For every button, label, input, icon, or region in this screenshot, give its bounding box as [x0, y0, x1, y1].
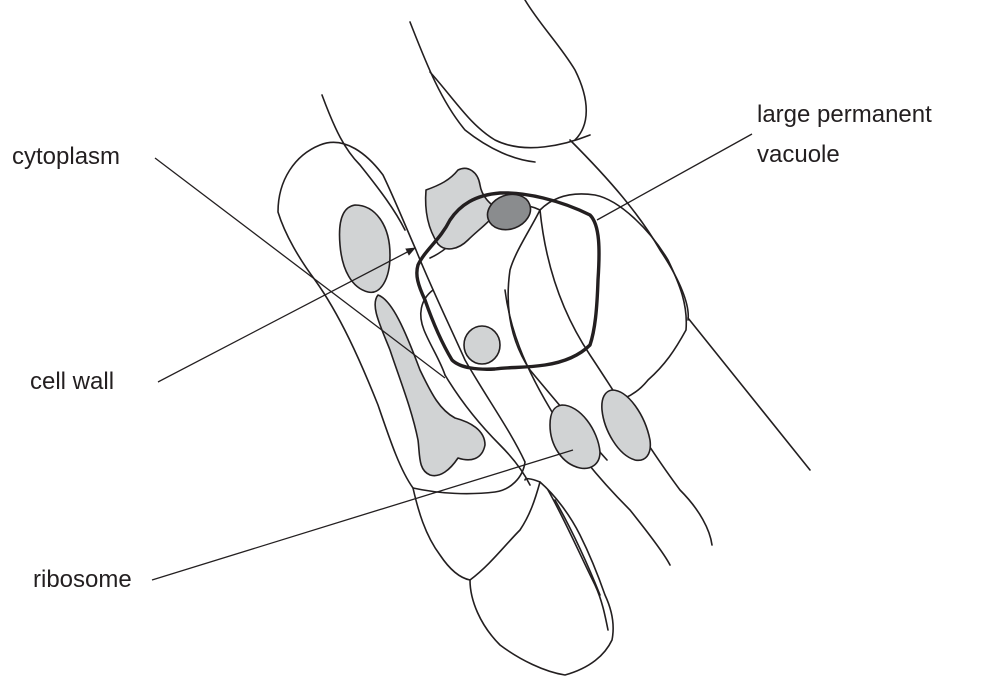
right-oval-organelle: [602, 390, 650, 460]
ribosome-leader: [152, 450, 573, 580]
bottom-cell-fold-a: [548, 490, 608, 630]
cytoplasm-leader: [155, 158, 445, 378]
bottom-cell-inner: [470, 482, 540, 580]
ribosome-oval: [550, 405, 600, 468]
cell-wall-line-d: [525, 0, 586, 140]
vacuole-leader: [597, 134, 752, 220]
cytoplasm-label: cytoplasm: [12, 142, 120, 172]
cell-wall-line-e: [570, 140, 688, 320]
ribosome-label: ribosome: [33, 565, 132, 595]
vacuole-label-line2: vacuole: [757, 140, 840, 170]
round-organelle: [464, 326, 500, 364]
vacuole-label-line1: large permanent: [757, 100, 932, 130]
cell-wall-line-f: [688, 318, 810, 470]
cell-wall-line-b: [410, 22, 535, 162]
cell-wall-line-c: [430, 72, 590, 148]
cell-wall-line-g: [540, 210, 712, 545]
cell-wall-label: cell wall: [30, 367, 114, 397]
bottom-cell-outline: [413, 479, 613, 675]
cell-outlines: [278, 0, 810, 675]
upper-right-cell-outline: [540, 194, 686, 398]
chloroplast-elongated: [375, 295, 485, 476]
nucleus-left-top: [340, 205, 390, 292]
